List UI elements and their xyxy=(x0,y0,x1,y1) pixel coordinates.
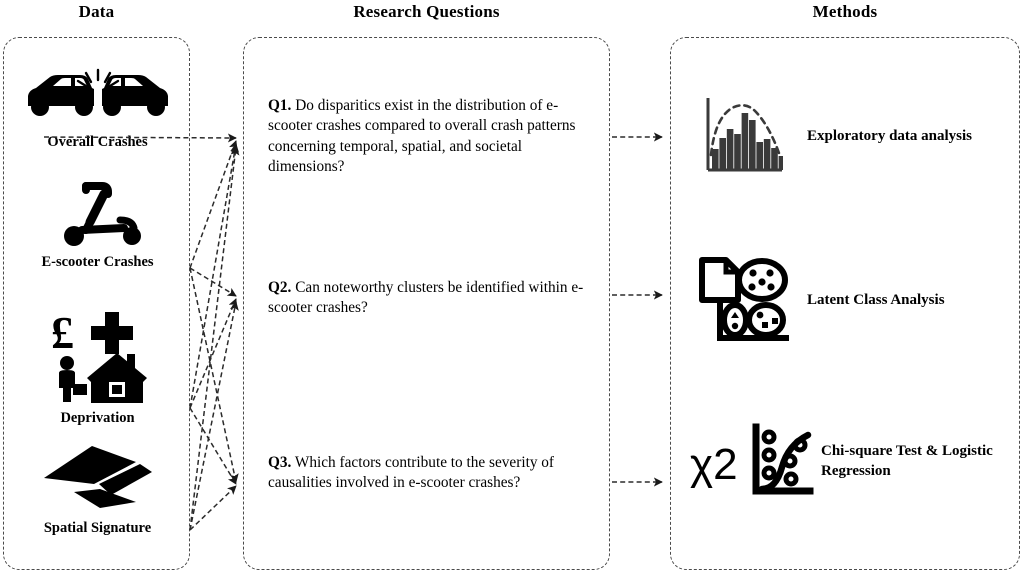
connector-spatial-signature-to-q1 xyxy=(189,146,240,531)
method-chi-square-logistic-regression[interactable]: χ2 Chi-square Test & Logistic Regression xyxy=(689,423,1009,501)
data-item-deprivation[interactable]: £ Deprivation xyxy=(4,308,191,427)
data-item-label: Spatial Signature xyxy=(43,520,152,536)
chi-square-symbol: χ2 xyxy=(690,440,738,489)
connector-deprivation-to-q3 xyxy=(189,407,237,485)
research-question-text: Can noteworthy clusters be identified wi… xyxy=(268,279,584,317)
column-header-questions: Research Questions xyxy=(353,2,500,21)
histogram-icon xyxy=(689,96,797,178)
connector-e-scooter-to-q1 xyxy=(189,140,238,269)
data-item-label: Overall Crashes xyxy=(47,134,148,150)
method-label: Exploratory data analysis xyxy=(807,128,973,145)
data-item-label: Deprivation xyxy=(60,410,135,426)
research-questions-panel: Q1. Do disparitics exist in the distribu… xyxy=(243,37,610,570)
deprivation-icon: £ xyxy=(4,308,191,406)
method-label: Latent Class Analysis xyxy=(807,292,945,309)
research-question-text: Do disparitics exist in the distribution… xyxy=(268,97,576,176)
connector-deprivation-to-q1 xyxy=(189,143,240,409)
data-item-e-scooter-crashes[interactable]: E-scooter Crashes xyxy=(4,178,191,271)
methods-panel: Exploratory data analysis xyxy=(670,37,1020,570)
cluster-document-icon xyxy=(689,256,797,346)
method-label: Chi-square Test & Logistic Regression xyxy=(821,443,993,479)
connector-spatial-signature-to-q3 xyxy=(189,485,237,531)
e-scooter-icon xyxy=(4,178,191,250)
spatial-signature-icon xyxy=(4,438,191,516)
data-item-label: E-scooter Crashes xyxy=(41,254,154,270)
connector-e-scooter-to-q2 xyxy=(189,267,237,297)
data-item-spatial-signature[interactable]: Spatial Signature xyxy=(4,438,191,537)
car-crash-icon xyxy=(4,58,191,130)
method-latent-class-analysis[interactable]: Latent Class Analysis xyxy=(689,256,1009,346)
method-exploratory-data-analysis[interactable]: Exploratory data analysis xyxy=(689,96,1009,178)
research-question-q1[interactable]: Q1. Do disparitics exist in the distribu… xyxy=(268,96,593,178)
research-question-q3[interactable]: Q3. Which factors contribute to the seve… xyxy=(268,453,593,494)
research-question-tag: Q2. xyxy=(268,279,292,296)
svg-text:£: £ xyxy=(51,308,74,358)
column-header-data: Data xyxy=(78,2,115,21)
research-question-q2[interactable]: Q2. Can noteworthy clusters be identifie… xyxy=(268,278,593,319)
research-question-text: Which factors contribute to the severity… xyxy=(268,454,555,492)
chi-square-logistic-icon: χ2 xyxy=(689,423,817,501)
connector-spatial-signature-to-q2 xyxy=(189,301,239,531)
connector-e-scooter-to-q3 xyxy=(189,267,239,483)
connector-deprivation-to-q2 xyxy=(189,298,237,409)
data-item-overall-crashes[interactable]: Overall Crashes xyxy=(4,58,191,151)
research-question-tag: Q3. xyxy=(268,454,292,471)
data-panel: Overall Crashes E-scooter Crashes xyxy=(3,37,190,570)
column-header-methods: Methods xyxy=(812,2,878,21)
research-question-tag: Q1. xyxy=(268,97,292,114)
